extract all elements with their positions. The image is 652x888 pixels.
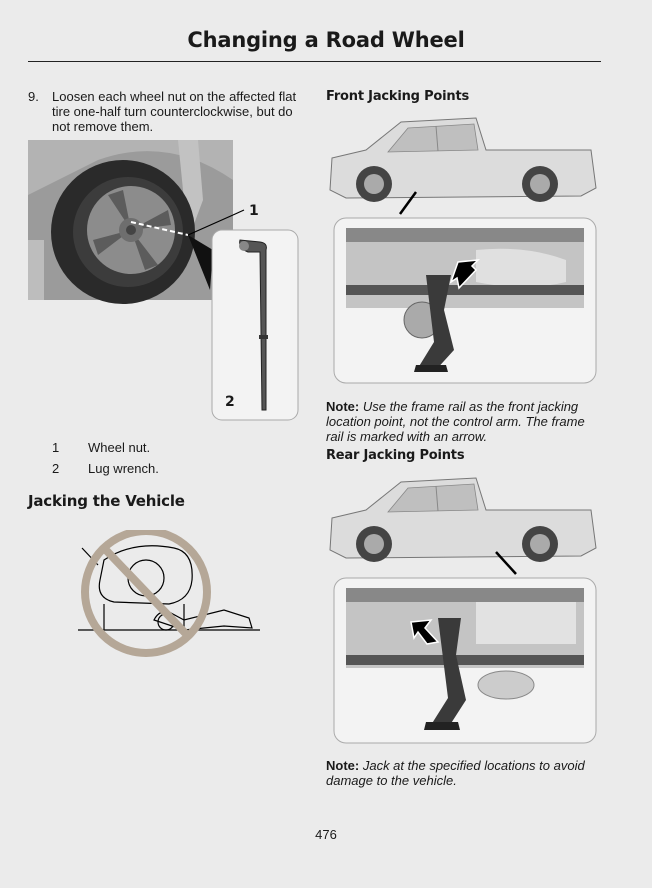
step-text: Loosen each wheel nut on the affected fl… (52, 89, 297, 134)
legend-item: 2 Lug wrench. (52, 461, 159, 476)
legend-number: 2 (52, 461, 60, 476)
wheel-nut-illustration (28, 140, 299, 421)
note-text: Use the frame rail as the front jacking … (326, 399, 585, 444)
note-label: Note: (326, 399, 360, 414)
legend-label: Wheel nut. (88, 440, 151, 455)
legend-item: 1 Wheel nut. (52, 440, 150, 455)
callout-2: 2 (225, 394, 235, 410)
jacking-heading: Jacking the Vehicle (28, 492, 185, 510)
title-divider (28, 61, 601, 62)
front-jacking-truck-illustration (329, 117, 597, 384)
front-note: Note: Use the frame rail as the front ja… (326, 399, 604, 444)
step-9: 9. Loosen each wheel nut on the affected… (28, 89, 308, 134)
step-number: 9. (28, 89, 39, 104)
front-jacking-heading: Front Jacking Points (326, 89, 470, 104)
note-text: Jack at the specified locations to avoid… (326, 758, 585, 788)
no-crawling-under-vehicle-warning-icon (78, 530, 260, 657)
legend-label: Lug wrench. (88, 461, 159, 476)
page-number: 476 (315, 827, 337, 842)
callout-1: 1 (249, 203, 259, 219)
rear-jacking-truck-illustration (329, 477, 597, 744)
note-label: Note: (326, 758, 360, 773)
page-title: Changing a Road Wheel (187, 28, 465, 52)
rear-note: Note: Jack at the specified locations to… (326, 758, 604, 788)
legend-number: 1 (52, 440, 60, 455)
rear-jacking-heading: Rear Jacking Points (326, 448, 465, 463)
